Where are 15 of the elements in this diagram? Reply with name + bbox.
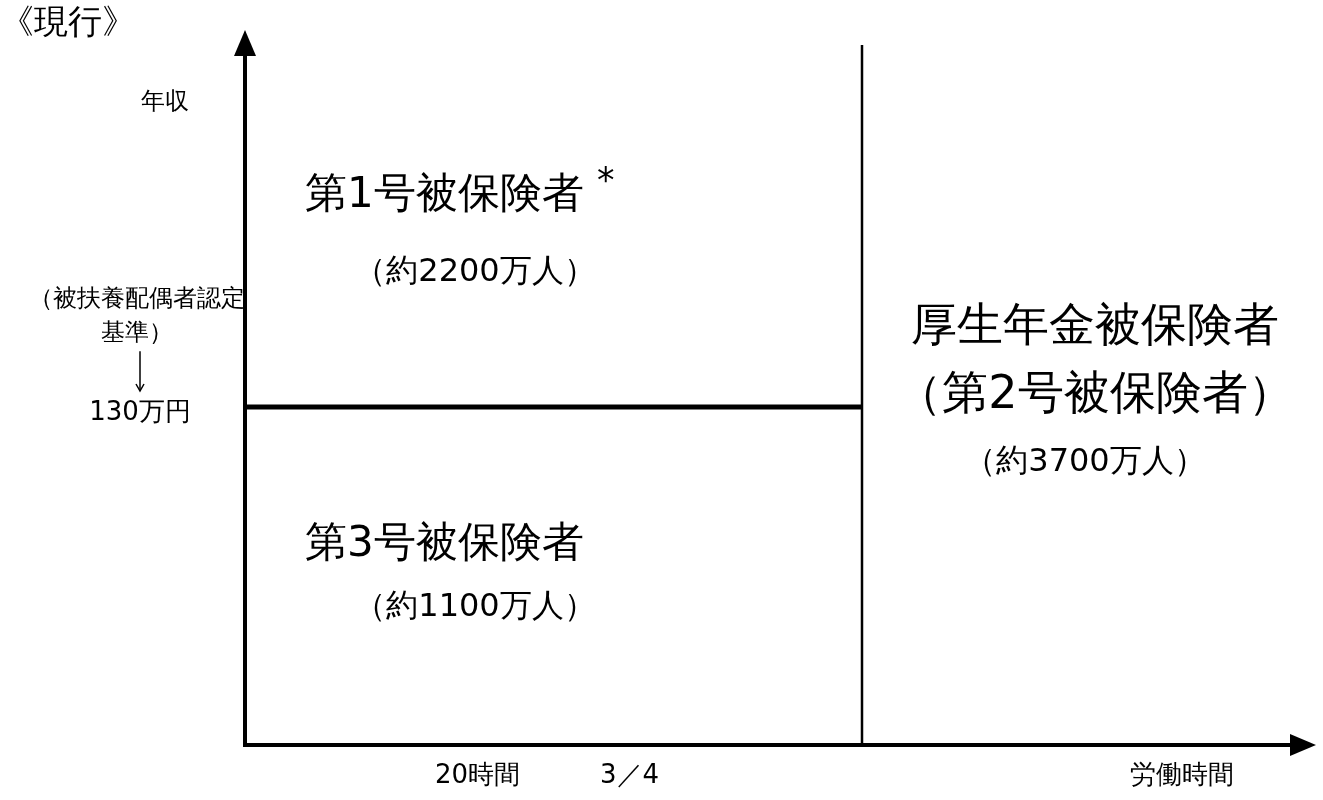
axis-label: 労働時間 [1130, 760, 1234, 790]
count-label: （約2200万人） [353, 252, 597, 289]
annotation-text: 130万円 [65, 393, 215, 430]
tick-label: 20時間 [435, 760, 521, 790]
annotation-text: （被扶養配偶者認定基準） [19, 282, 255, 350]
count-label: （約3700万人） [963, 442, 1207, 479]
count-label: （約1100万人） [353, 587, 597, 624]
category-label: 厚生年金被保険者 [910, 298, 1280, 351]
tick-label: 3／4 [600, 760, 660, 790]
arrow [135, 350, 145, 392]
category-label: 第1号被保険者 $^{*}$ [305, 160, 615, 218]
category-label: （第2号被保険者） [895, 366, 1295, 419]
title: 《現行》 [0, 2, 136, 42]
axis-label: 年収 [140, 88, 190, 116]
category-label: 第3号被保険者 [305, 518, 584, 567]
